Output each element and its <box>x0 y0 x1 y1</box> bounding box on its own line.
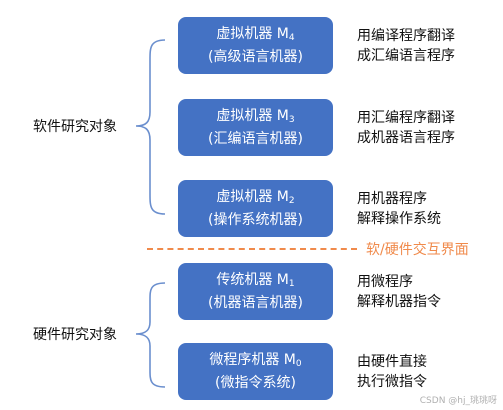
machine-subtitle: (微指令系统) <box>215 374 296 391</box>
machine-desc-m0: 由硬件直接执行微指令 <box>357 354 427 390</box>
software-brace <box>135 39 166 215</box>
watermark: CSDN @hj_珧珧呀 <box>419 396 497 406</box>
machine-desc-m4: 用编译程序翻译成汇编语言程序 <box>357 28 455 64</box>
machine-subtitle: (操作系统机器) <box>208 211 303 228</box>
software-group-label: 软件研究对象 <box>33 119 117 135</box>
machine-title: 虚拟机器 M4 <box>216 25 295 43</box>
machine-box-m3: 虚拟机器 M3 (汇编语言机器) <box>178 99 333 156</box>
machine-desc-m3: 用汇编程序翻译成机器语言程序 <box>357 110 455 146</box>
machine-desc-m2: 用机器程序解释操作系统 <box>357 191 441 227</box>
interface-label: 软/硬件交互界面 <box>366 242 469 258</box>
hardware-group-label: 硬件研究对象 <box>33 327 117 343</box>
machine-desc-m1: 用微程序解释机器指令 <box>357 274 441 310</box>
machine-subtitle: (汇编语言机器) <box>208 130 303 147</box>
interface-divider <box>147 248 357 250</box>
machine-subtitle: (高级语言机器) <box>208 48 303 65</box>
hardware-brace <box>135 282 166 388</box>
machine-box-m1: 传统机器 M1 (机器语言机器) <box>178 263 333 320</box>
machine-title: 虚拟机器 M3 <box>216 107 295 125</box>
machine-title: 微程序机器 M0 <box>209 351 302 369</box>
machine-title: 传统机器 M1 <box>216 271 295 289</box>
machine-box-m4: 虚拟机器 M4 (高级语言机器) <box>178 17 333 74</box>
machine-box-m0: 微程序机器 M0 (微指令系统) <box>178 343 333 400</box>
machine-subtitle: (机器语言机器) <box>208 294 303 311</box>
machine-box-m2: 虚拟机器 M2 (操作系统机器) <box>178 180 333 237</box>
machine-title: 虚拟机器 M2 <box>216 188 295 206</box>
